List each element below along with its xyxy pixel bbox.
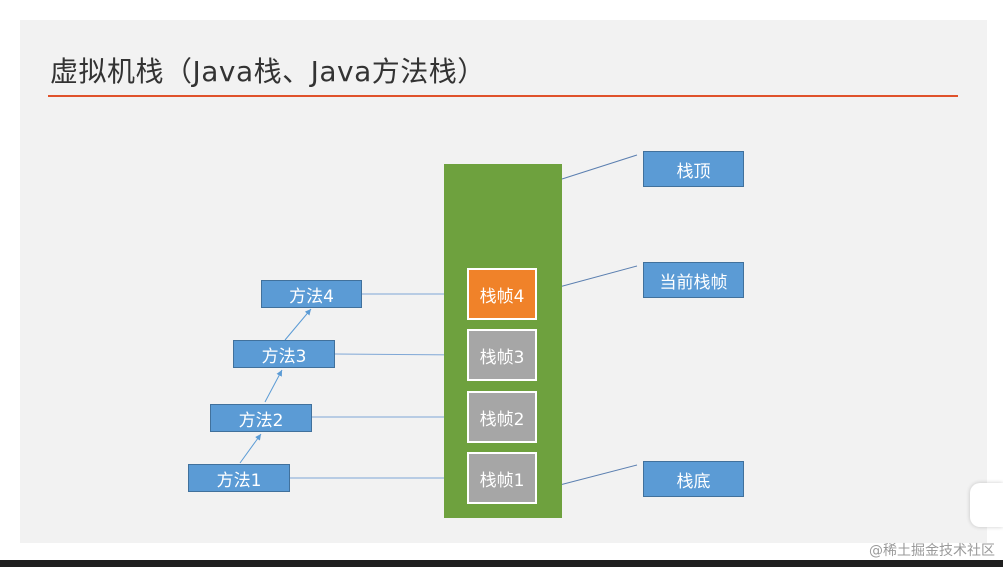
method-2: 方法2 xyxy=(210,404,312,432)
arrow-method1-method2 xyxy=(239,433,262,464)
callout-current-frame: 当前栈帧 xyxy=(643,262,744,298)
method-3: 方法3 xyxy=(233,340,335,368)
method-4: 方法4 xyxy=(261,280,362,308)
watermark: @稀土掘金技术社区 xyxy=(869,543,995,559)
stack-frame-3: 栈帧3 xyxy=(467,329,537,381)
callout-line-bottom xyxy=(551,464,638,488)
title-underline xyxy=(48,95,958,97)
method-1: 方法1 xyxy=(188,464,290,492)
callout-line-current xyxy=(547,265,638,291)
play-button[interactable] xyxy=(970,483,1003,527)
callout-stack-top: 栈顶 xyxy=(643,151,744,187)
bottom-bar xyxy=(0,560,1003,567)
callout-line-top xyxy=(561,154,638,180)
stack-frame-4: 栈帧4 xyxy=(467,268,537,320)
stack-frame-2: 栈帧2 xyxy=(467,391,537,443)
top-bar xyxy=(0,0,1003,20)
slide: 虚拟机栈（Java栈、Java方法栈） 栈帧4 栈帧3 栈帧2 栈帧1 方法4 … xyxy=(20,20,987,543)
arrow-method3-method4 xyxy=(284,308,312,341)
slide-title: 虚拟机栈（Java栈、Java方法栈） xyxy=(50,55,486,88)
callout-stack-bottom: 栈底 xyxy=(643,461,744,497)
arrow-method2-method3 xyxy=(264,369,283,403)
stack-frame-1: 栈帧1 xyxy=(467,452,537,504)
